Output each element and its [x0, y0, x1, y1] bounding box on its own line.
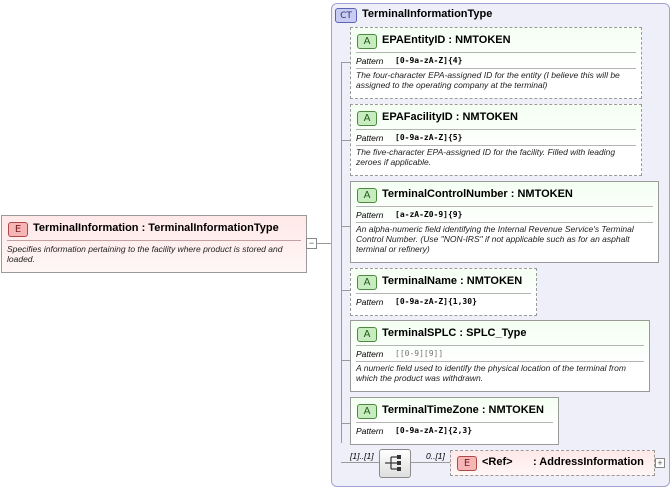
attribute-title: TerminalSPLC : SPLC_Type [382, 327, 527, 339]
connector-line [316, 243, 332, 244]
pattern-label: Pattern [356, 133, 384, 143]
separator [356, 293, 531, 294]
ref-connector [410, 462, 450, 463]
attribute-doc: A numeric field used to identify the phy… [356, 363, 626, 383]
element-icon: E [8, 222, 28, 237]
root-element-title: TerminalInformation : TerminalInformatio… [33, 222, 279, 234]
attribute-title: TerminalTimeZone : NMTOKEN [382, 404, 544, 416]
pattern-value: [0-9a-zA-Z]{2,3} [395, 426, 473, 435]
separator [356, 129, 636, 130]
sequence-multiplicity: [1]..[1] [350, 451, 374, 461]
pattern-value: [0-9a-zA-Z]{5} [395, 133, 463, 142]
attribute-connector-tick [341, 360, 350, 361]
pattern-value: [a-zA-Z0-9]{9} [395, 210, 463, 219]
separator [356, 222, 653, 223]
sequence-compositor-icon[interactable] [379, 449, 411, 478]
attribute-epa-entity-id[interactable]: A EPAEntityID : NMTOKEN Pattern [0-9a-zA… [350, 27, 642, 99]
pattern-label: Pattern [356, 426, 384, 436]
sequence-icon [385, 455, 401, 471]
separator [356, 145, 636, 146]
attribute-connector-tick [341, 226, 350, 227]
attribute-title: TerminalName : NMTOKEN [382, 275, 523, 287]
attribute-title: TerminalControlNumber : NMTOKEN [382, 188, 573, 200]
attribute-doc: An alpha-numeric field identifying the I… [356, 224, 634, 254]
attribute-connector-tick [341, 62, 350, 63]
separator [356, 361, 644, 362]
attribute-connector-tick [341, 140, 350, 141]
root-element-box[interactable]: E TerminalInformation : TerminalInformat… [1, 215, 307, 273]
complex-type-icon: CT [335, 8, 357, 23]
attribute-terminal-splc[interactable]: A TerminalSPLC : SPLC_Type Pattern [[0-9… [350, 320, 650, 392]
separator [356, 52, 636, 53]
attribute-epa-facility-id[interactable]: A EPAFacilityID : NMTOKEN Pattern [0-9a-… [350, 104, 642, 176]
attribute-icon: A [357, 327, 377, 342]
attribute-terminal-time-zone[interactable]: A TerminalTimeZone : NMTOKEN Pattern [0-… [350, 397, 559, 445]
separator [356, 206, 653, 207]
separator [356, 68, 636, 69]
ref-element-address-information[interactable]: E <Ref> : AddressInformation [450, 450, 655, 476]
separator [356, 345, 644, 346]
pattern-label: Pattern [356, 349, 384, 359]
element-icon: E [457, 456, 477, 471]
separator [356, 422, 553, 423]
attribute-icon: A [357, 34, 377, 49]
pattern-value: [[0-9][9]] [395, 349, 444, 358]
pattern-value: [0-9a-zA-Z]{1,30} [395, 297, 477, 306]
ref-multiplicity: 0..[1] [426, 451, 445, 461]
attribute-title: EPAFacilityID : NMTOKEN [382, 111, 518, 123]
pattern-value: [0-9a-zA-Z]{4} [395, 56, 463, 65]
attribute-connector [341, 62, 342, 443]
attribute-icon: A [357, 111, 377, 126]
attribute-icon: A [357, 275, 377, 290]
attribute-doc: The four-character EPA-assigned ID for t… [356, 70, 620, 90]
attribute-icon: A [357, 404, 377, 419]
complex-type-name: TerminalInformationType [362, 8, 493, 20]
attribute-icon: A [357, 188, 377, 203]
ref-element-name: : AddressInformation [533, 456, 644, 468]
attribute-title: EPAEntityID : NMTOKEN [382, 34, 511, 46]
attribute-terminal-control-number[interactable]: A TerminalControlNumber : NMTOKEN Patter… [350, 181, 659, 263]
pattern-label: Pattern [356, 56, 384, 66]
expand-toggle[interactable]: + [655, 458, 665, 468]
attribute-doc: The five-character EPA-assigned ID for t… [356, 147, 616, 167]
attribute-connector-tick [341, 423, 350, 424]
ref-label: <Ref> [482, 456, 513, 468]
root-element-separator [7, 240, 301, 241]
pattern-label: Pattern [356, 210, 384, 220]
sequence-connector [341, 462, 379, 463]
attribute-terminal-name[interactable]: A TerminalName : NMTOKEN Pattern [0-9a-z… [350, 268, 537, 316]
pattern-label: Pattern [356, 297, 384, 307]
root-element-doc: Specifies information pertaining to the … [7, 244, 283, 264]
attribute-connector-tick [341, 290, 350, 291]
